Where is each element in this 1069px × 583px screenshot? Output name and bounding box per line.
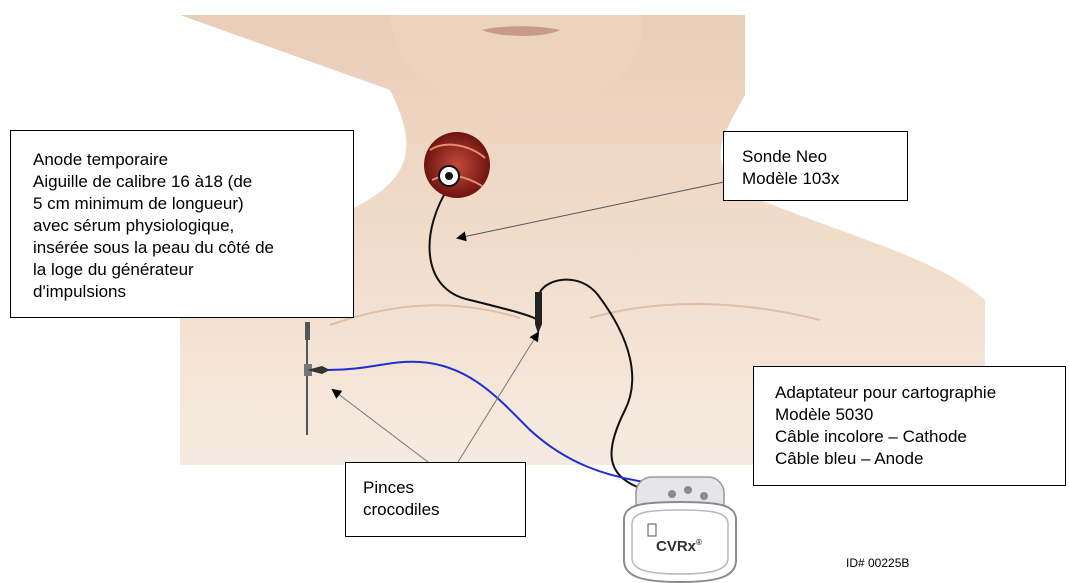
callout-line: Pinces <box>363 477 525 499</box>
callout-line: Aiguille de calibre 16 à18 (de <box>33 171 353 193</box>
pulse-generator-device: CVRx® <box>624 477 736 582</box>
callout-neo-lead: Sonde Neo Modèle 103x <box>723 131 908 201</box>
callout-line: d'impulsions <box>33 281 353 303</box>
callout-line: avec sérum physiologique, <box>33 215 353 237</box>
callout-temporary-anode: Anode temporaire Aiguille de calibre 16 … <box>10 130 354 318</box>
callout-line: Anode temporaire <box>33 149 353 171</box>
carotid-vessel-view <box>424 132 490 198</box>
callout-line: Adaptateur pour cartographie <box>775 382 1065 404</box>
callout-mapping-adaptor: Adaptateur pour cartographie Modèle 5030… <box>753 366 1066 486</box>
callout-line: Câble bleu – Anode <box>775 448 1065 470</box>
callout-line: Modèle 103x <box>742 168 907 190</box>
callout-line: Câble incolore – Cathode <box>775 426 1065 448</box>
callout-line: 5 cm minimum de longueur) <box>33 193 353 215</box>
callout-line: insérée sous la peau du côté de <box>33 237 353 259</box>
device-brand-logo: CVRx® <box>656 538 702 555</box>
electrode-center <box>445 172 453 180</box>
callout-line: Modèle 5030 <box>775 404 1065 426</box>
callout-line: Sonde Neo <box>742 146 907 168</box>
callout-line: crocodiles <box>363 499 525 521</box>
callout-line: la loge du générateur <box>33 259 353 281</box>
callout-alligator-clips: Pinces crocodiles <box>345 462 526 537</box>
image-id-label: ID# 00225B <box>846 556 909 570</box>
